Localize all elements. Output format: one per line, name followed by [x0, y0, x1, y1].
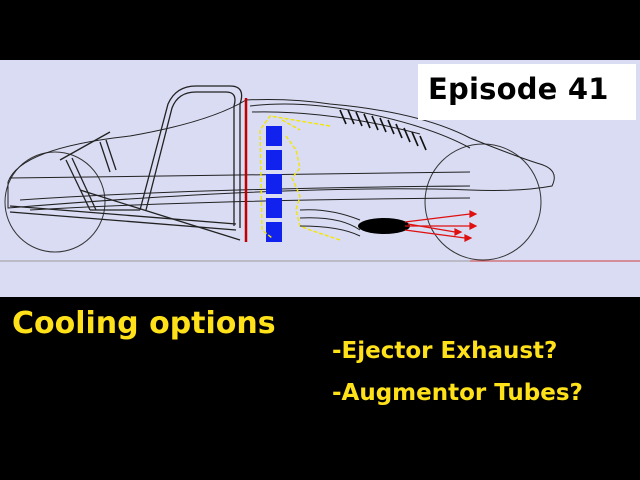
caption-option-2: -Augmentor Tubes?: [332, 380, 583, 406]
ejector-nozzle-icon: [358, 218, 410, 234]
episode-title: Episode 41: [428, 72, 609, 106]
top-black-strip: [0, 0, 640, 60]
caption-title: Cooling options: [12, 306, 276, 341]
caption-option-1: -Ejector Exhaust?: [332, 338, 558, 364]
rear-wheel-icon: [4, 151, 106, 253]
front-wheel-icon: [424, 143, 542, 261]
airflow-arrows-icon: [259, 115, 341, 241]
louvre-marks: [339, 109, 427, 151]
underbody-flow: [299, 209, 361, 237]
vehicle-drawing: [0, 85, 640, 262]
episode-badge: [418, 64, 636, 120]
exhaust-arrows-icon: [404, 210, 478, 242]
radiator-icon: [266, 126, 282, 242]
roll-cage-icon: [9, 85, 243, 241]
